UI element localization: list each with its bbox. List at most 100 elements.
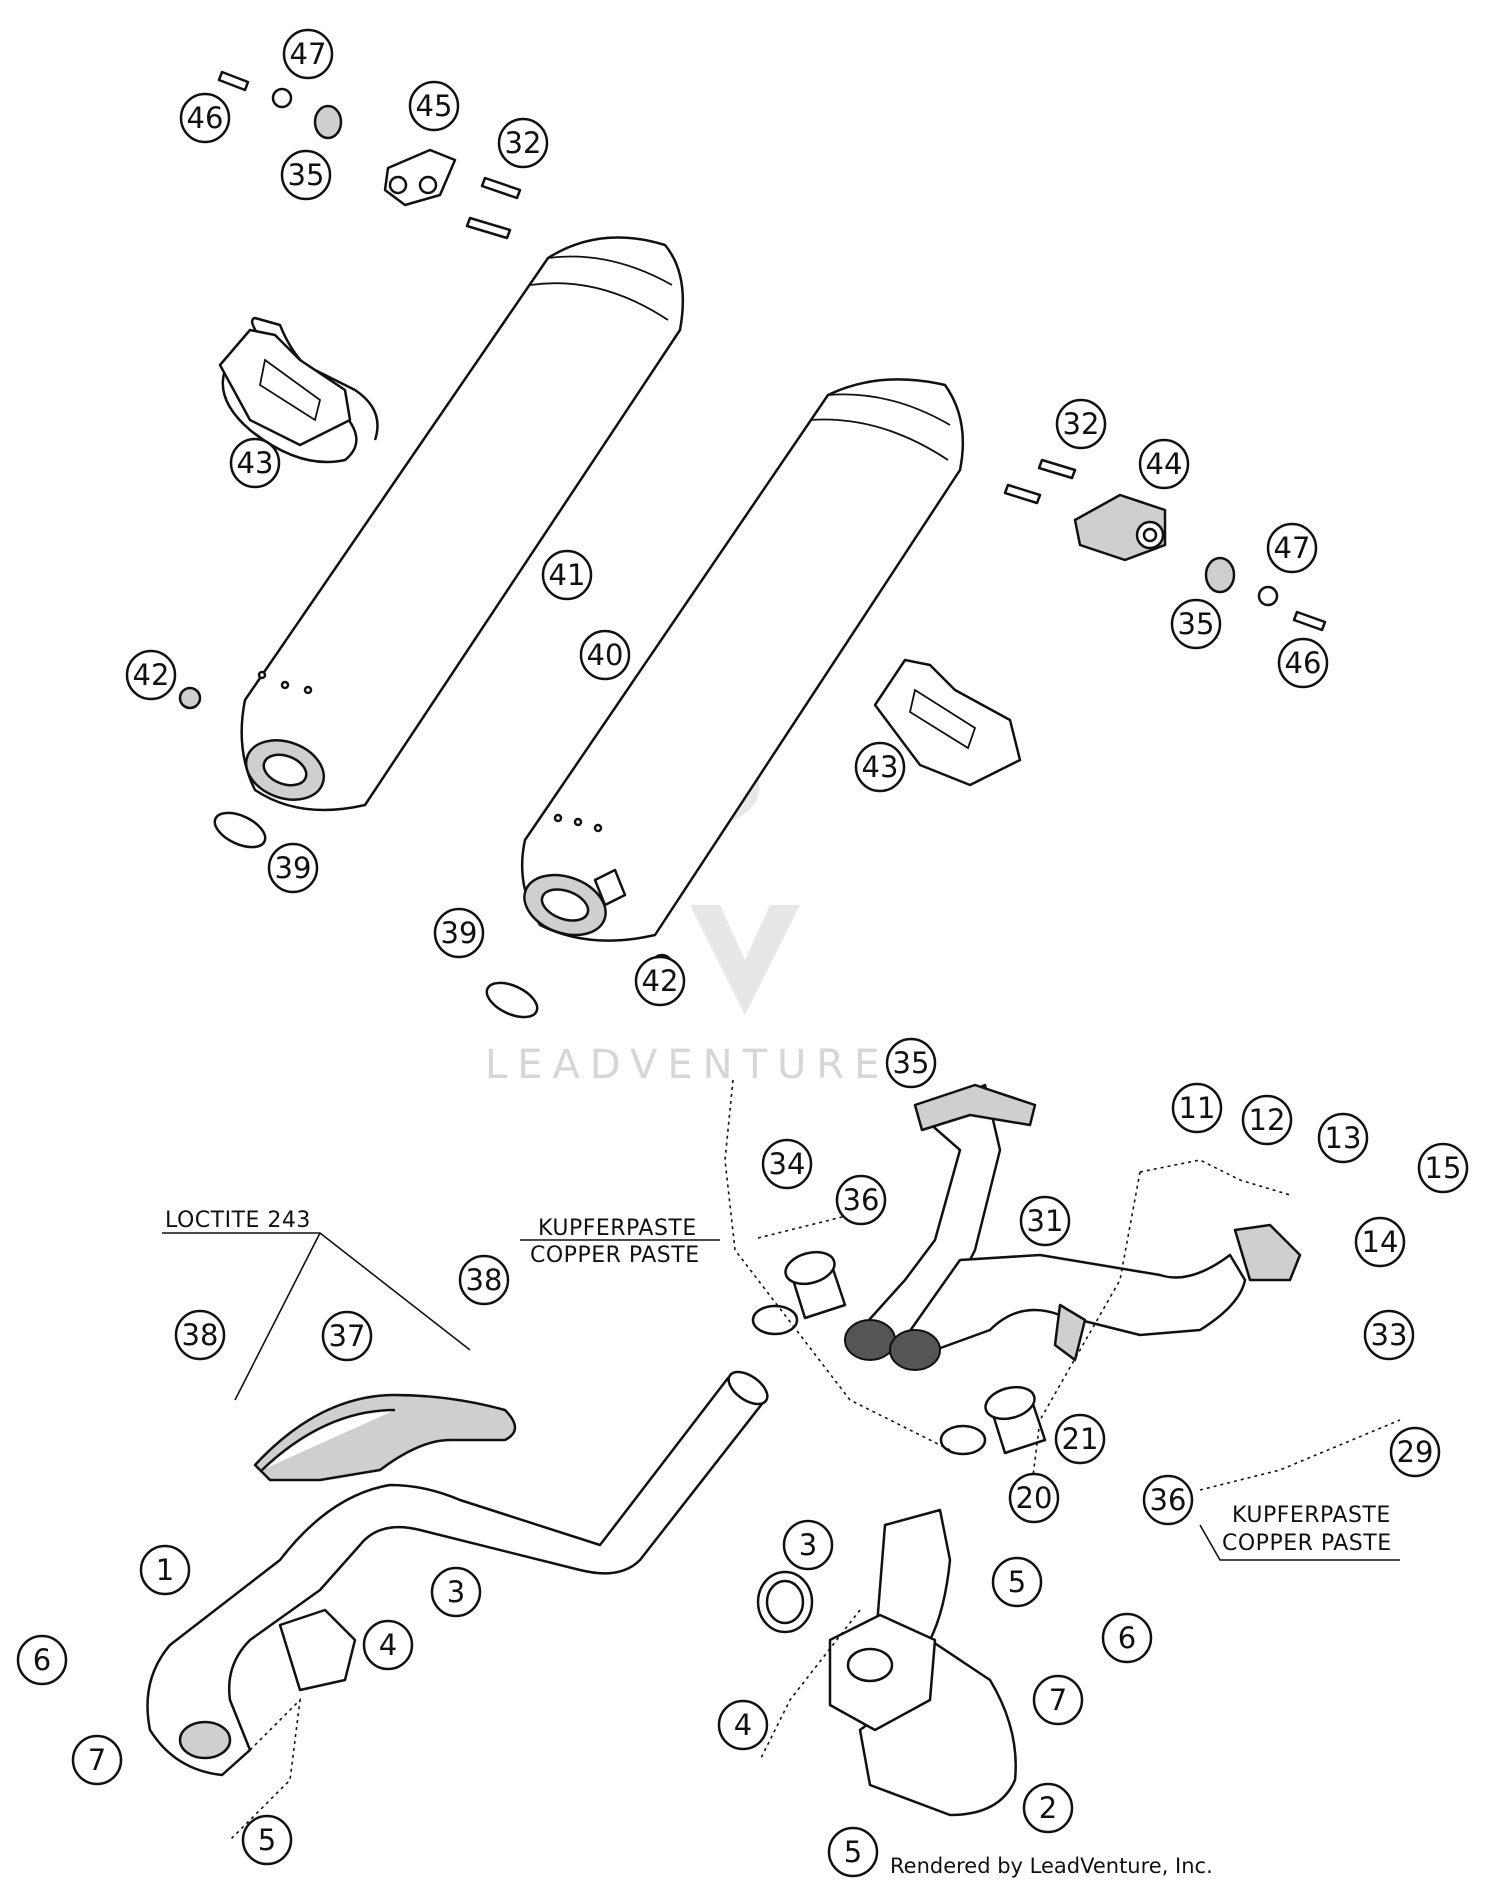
svg-text:35: 35 [288,158,325,192]
leader-lines [162,1079,1401,1841]
note-copper-paste-2: COPPER PASTE [1222,1531,1392,1556]
svg-text:14: 14 [1362,1225,1399,1259]
svg-text:11: 11 [1179,1091,1216,1125]
callout-1: 1 [139,1544,191,1596]
callout-36: 36 [835,1174,887,1226]
bracket-44 [1073,493,1167,562]
callout-4: 4 [362,1619,414,1671]
callout-32: 32 [497,117,549,169]
callout-41: 41 [541,549,593,601]
callout-35: 35 [1170,598,1222,650]
callout-35: 35 [280,149,332,201]
callout-4: 4 [717,1699,769,1751]
callout-33: 33 [1363,1309,1415,1361]
callout-35: 35 [885,1037,937,1089]
holder-43-left [218,316,379,464]
svg-text:5: 5 [258,1823,276,1857]
callout-3: 3 [782,1519,834,1571]
svg-text:32: 32 [505,126,542,160]
callout-38: 38 [458,1254,510,1306]
svg-text:45: 45 [416,89,453,123]
svg-text:33: 33 [1371,1318,1408,1352]
callout-38: 38 [174,1309,226,1361]
note-kupferpaste-2: KUPFERPASTE [1232,1503,1391,1528]
callout-40: 40 [579,629,631,681]
svg-text:44: 44 [1146,447,1183,481]
callout-45: 45 [408,80,460,132]
y-pipe-31 [844,1083,1302,1371]
callout-43: 43 [854,741,906,793]
sleeves-and-clamps [751,1250,1047,1456]
callout-43: 43 [229,437,281,489]
callout-7: 7 [71,1734,123,1786]
silencer-41 [240,236,685,812]
svg-text:42: 42 [642,964,679,998]
svg-text:5: 5 [844,1835,862,1869]
render-credit: Rendered by LeadVenture, Inc. [890,1854,1213,1878]
callout-36: 36 [1142,1474,1194,1526]
callout-20: 20 [1008,1472,1060,1524]
svg-text:39: 39 [441,916,478,950]
callout-42: 42 [634,955,686,1007]
bracket-45 [383,148,457,207]
svg-text:21: 21 [1062,1422,1099,1456]
svg-text:32: 32 [1063,407,1100,441]
callout-39: 39 [267,842,319,894]
callout-5: 5 [241,1814,293,1866]
heat-shield-37 [253,1393,517,1482]
callout-14: 14 [1354,1216,1406,1268]
svg-text:4: 4 [379,1628,397,1662]
callout-2: 2 [1022,1782,1074,1834]
svg-text:7: 7 [1049,1683,1067,1717]
assembly-notes: LOCTITE 243 KUPFERPASTE COPPER PASTE KUP… [165,1208,1392,1556]
svg-text:13: 13 [1325,1121,1362,1155]
callout-37: 37 [321,1310,373,1362]
silencer-40 [520,378,965,942]
svg-text:36: 36 [1150,1483,1187,1517]
svg-text:3: 3 [799,1528,817,1562]
callout-46: 46 [179,92,231,144]
svg-text:46: 46 [1285,646,1322,680]
svg-text:37: 37 [329,1319,366,1353]
callout-6: 6 [16,1634,68,1686]
svg-text:7: 7 [88,1743,106,1777]
callout-39: 39 [433,907,485,959]
svg-text:47: 47 [290,37,327,71]
svg-text:42: 42 [133,658,170,692]
svg-text:43: 43 [237,446,274,480]
svg-text:2: 2 [1039,1791,1057,1825]
callout-34: 34 [761,1138,813,1190]
svg-text:6: 6 [1118,1621,1136,1655]
svg-text:41: 41 [549,558,586,592]
note-loctite: LOCTITE 243 [165,1208,311,1233]
callout-3: 3 [430,1566,482,1618]
svg-text:20: 20 [1016,1481,1053,1515]
callout-5: 5 [827,1826,879,1878]
callout-21: 21 [1054,1413,1106,1465]
part-labels: 47 46 45 35 32 43 41 40 42 39 32 44 47 3… [16,28,1469,1878]
watermark-text: LEADVENTURE [485,1042,889,1088]
svg-text:1: 1 [156,1553,174,1587]
callout-47: 47 [282,28,334,80]
svg-text:31: 31 [1027,1204,1064,1238]
callout-5: 5 [991,1556,1043,1608]
svg-text:47: 47 [1274,531,1311,565]
callout-6: 6 [1101,1612,1153,1664]
header-pipe-2 [756,1508,1017,1817]
svg-text:40: 40 [587,638,624,672]
callout-46: 46 [1277,637,1329,689]
callout-31: 31 [1019,1195,1071,1247]
callout-15: 15 [1417,1142,1469,1194]
callout-12: 12 [1241,1094,1293,1146]
svg-text:3: 3 [447,1575,465,1609]
callout-42: 42 [125,649,177,701]
svg-text:38: 38 [466,1263,503,1297]
svg-text:5: 5 [1008,1565,1026,1599]
svg-text:15: 15 [1425,1151,1462,1185]
svg-text:34: 34 [769,1147,806,1181]
svg-text:35: 35 [1178,607,1215,641]
svg-text:4: 4 [734,1708,752,1742]
note-copper-paste-1: COPPER PASTE [530,1243,700,1268]
callout-47: 47 [1266,522,1318,574]
